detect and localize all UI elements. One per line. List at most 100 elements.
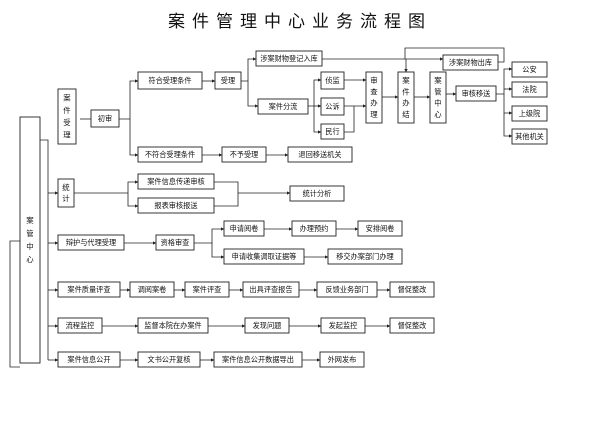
node-box (327, 248, 403, 265)
node-box (289, 185, 345, 202)
node-box (137, 317, 209, 334)
node-case-closed: 案件办结 (397, 71, 415, 124)
node-label: 办理预约 (300, 224, 329, 233)
node-box (57, 178, 75, 208)
node-case-eval: 案件评查 (184, 281, 230, 298)
node-box (137, 351, 201, 368)
node-label: 审查办理 (370, 76, 378, 119)
node-box (320, 71, 345, 90)
node-meets-conditions: 符合受理条件 (137, 71, 203, 90)
node-box (57, 234, 125, 251)
node-label: 案件质量评查 (67, 285, 110, 294)
node-label: 反馈业务部门 (325, 285, 368, 294)
node-box (442, 54, 499, 71)
node-case-diversion: 案件分流 (257, 98, 309, 115)
node-box (511, 61, 548, 78)
node-find-issues: 发现问题 (244, 317, 290, 334)
node-not-accept: 不予受理 (221, 146, 267, 163)
node-start-monitor: 发起监控 (320, 317, 366, 334)
node-label: 辩护与代理受理 (66, 238, 116, 247)
node-label: 申请阅卷 (230, 224, 259, 233)
node-case-mgmt-center: 案管中心 (429, 71, 447, 124)
node-label: 统计分析 (303, 189, 332, 198)
node-label: 退回移送机关 (298, 150, 341, 159)
node-center: 案管中心 (19, 116, 41, 364)
node-box (57, 351, 121, 368)
node-label: 督促整改 (398, 285, 427, 294)
node-first-review: 初审 (90, 109, 120, 128)
node-feedback-dept: 反馈业务部门 (316, 281, 378, 298)
connector-2 (119, 79, 139, 120)
node-other-agencies: 其他机关 (511, 128, 548, 145)
node-process-monitor: 流程监控 (57, 317, 103, 334)
connector-26 (40, 139, 49, 360)
node-box (319, 351, 365, 368)
node-external-publish: 外网发布 (319, 351, 365, 368)
node-box (223, 220, 265, 237)
node-box (137, 71, 203, 90)
node-label: 不予受理 (230, 150, 259, 159)
node-upper-court: 上级院 (511, 105, 548, 122)
node-label: 安排阅卷 (366, 224, 395, 233)
node-investigation: 侦监 (320, 71, 345, 90)
node-label: 案件信息公开 (67, 355, 110, 364)
node-box (213, 351, 303, 368)
connector-38 (211, 243, 225, 259)
node-police: 公安 (511, 61, 548, 78)
node-box (90, 109, 120, 128)
connector-25 (9, 240, 20, 368)
node-box (57, 88, 77, 145)
node-box (155, 234, 195, 251)
node-label: 报表审核报送 (154, 201, 197, 210)
node-label: 案件办结 (402, 76, 410, 119)
connector-35 (214, 191, 291, 207)
node-accept: 受理 (214, 71, 242, 90)
node-label: 移交办案部门办理 (336, 252, 394, 261)
node-transfer-dept: 移交办案部门办理 (327, 248, 403, 265)
node-label: 其他机关 (515, 132, 544, 141)
connector-6 (247, 81, 259, 108)
node-civil-admin: 民行 (320, 123, 345, 140)
node-label: 涉案财物出库 (449, 58, 492, 67)
node-apply-evidence: 申请收集调取证据等 (223, 248, 305, 265)
node-not-meets: 不符合受理条件 (137, 146, 203, 163)
node-label: 发现问题 (253, 321, 282, 330)
node-box (389, 281, 435, 298)
node-box (511, 105, 548, 122)
node-label: 案件分流 (269, 102, 298, 111)
node-label: 侦监 (325, 76, 339, 85)
connector-19 (496, 67, 513, 95)
node-quality-eval: 案件质量评查 (57, 281, 121, 298)
node-box (357, 220, 403, 237)
node-label: 流程监控 (66, 321, 95, 330)
connector-5 (241, 57, 257, 82)
connector-32 (74, 180, 139, 194)
diagram-title: 案件管理中心业务流程图 (168, 12, 432, 32)
node-label: 出具评查报告 (249, 285, 292, 294)
node-box (429, 71, 447, 124)
node-box (320, 97, 345, 116)
node-box (19, 116, 41, 364)
connector-37 (194, 227, 225, 244)
connector-34 (214, 181, 239, 193)
connector-22 (503, 113, 513, 138)
node-monitor-cases: 监督本院在办案件 (137, 317, 209, 334)
node-label: 督促整改 (398, 321, 427, 330)
node-label: 法院 (522, 85, 536, 94)
node-box (389, 317, 435, 334)
node-eval-report: 出具评查报告 (242, 281, 300, 298)
node-box (129, 281, 175, 298)
node-box (137, 173, 215, 190)
node-stat-analysis: 统计分析 (289, 185, 345, 202)
node-box (320, 123, 345, 140)
node-info-disclosure: 案件信息公开 (57, 351, 121, 368)
node-label: 统计 (62, 183, 70, 203)
connector-3 (129, 119, 139, 157)
node-qualification-review: 资格审查 (155, 234, 195, 251)
connector-33 (127, 193, 139, 208)
node-box (365, 71, 383, 124)
node-box (137, 146, 203, 163)
node-box (316, 281, 378, 298)
